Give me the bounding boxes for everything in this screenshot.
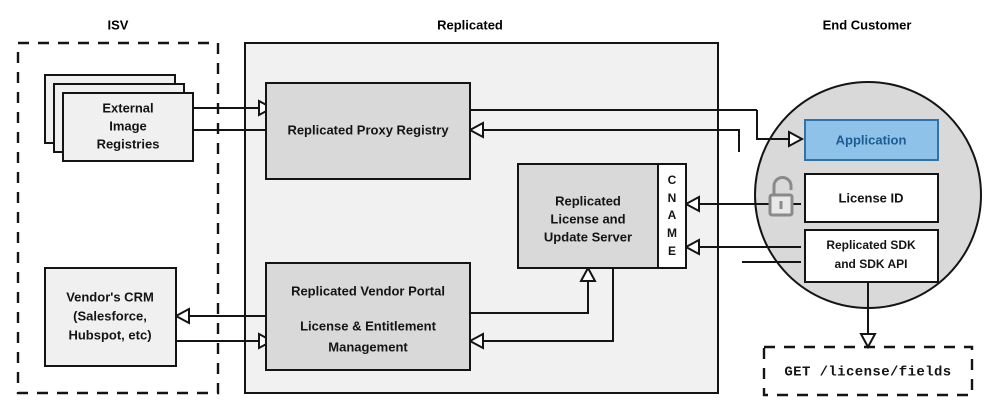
arrowhead-licenseid-to-cname (683, 195, 700, 213)
vendors-crm-line-1: Vendor's CRM (66, 289, 154, 304)
cname-letter-1: C (668, 173, 677, 187)
connector-portal-to-license-server (470, 281, 589, 314)
unlock-icon (768, 176, 794, 217)
license-id-box[interactable] (804, 173, 939, 223)
vendors-crm-line-3: Hubspot, etc) (68, 327, 151, 342)
arrowhead-proxy-to-application (788, 130, 805, 148)
replicated-sdk-line-2: and SDK API (835, 257, 908, 271)
arrowhead-license-server-to-portal (467, 332, 484, 350)
application-box[interactable] (804, 119, 939, 161)
application-label: Application (836, 132, 907, 147)
replicated-vendor-portal[interactable] (265, 262, 471, 371)
license-server-line-3: Update Server (544, 229, 632, 244)
vendor-portal-title: Replicated Vendor Portal (291, 283, 445, 298)
license-fields-endpoint-box (762, 345, 974, 397)
replicated-zone-title: Replicated (437, 17, 503, 32)
replicated-proxy-registry[interactable] (265, 82, 471, 180)
cname-strip[interactable] (657, 163, 687, 269)
cname-letter-5: E (668, 244, 676, 258)
replicated-proxy-registry-label: Replicated Proxy Registry (287, 122, 449, 137)
replicated-license-and-update-server[interactable] (517, 163, 659, 269)
connector-customer-to-proxy (483, 129, 740, 152)
cname-letter-4: M (667, 226, 677, 240)
vendor-portal-subtitle-line-2: Management (328, 339, 408, 354)
arrowhead-portal-to-crm (173, 307, 190, 325)
license-server-line-1: Replicated (555, 193, 621, 208)
connector-license-server-to-portal (483, 268, 614, 342)
external-image-registries[interactable] (62, 92, 194, 162)
vendors-crm-line-2: (Salesforce, (73, 308, 147, 323)
external-image-registries-line-1: External (102, 100, 153, 115)
isv-zone (16, 41, 220, 395)
replicated-sdk-box[interactable] (804, 229, 939, 283)
connector-proxy-to-application (756, 110, 789, 140)
external-image-registries-line-2: Image (109, 118, 147, 133)
arrowhead-sdk-to-endpoint (859, 333, 877, 350)
arrowhead-sdk-to-cname (683, 238, 700, 256)
replicated-sdk-line-1: Replicated SDK (826, 238, 916, 252)
license-id-label: License ID (838, 190, 903, 205)
vendor-portal-subtitle-line-1: License & Entitlement (300, 318, 436, 333)
vendors-crm[interactable] (44, 267, 177, 367)
arrowhead-customer-to-proxy (467, 121, 484, 139)
cname-letter-2: N (668, 191, 677, 205)
cname-letter-3: A (668, 208, 677, 222)
license-server-line-2: License and (550, 211, 625, 226)
license-fields-endpoint-label: GET /license/fields (784, 365, 951, 381)
arrowhead-portal-to-license-server (579, 265, 597, 282)
external-image-registries-line-3: Registries (97, 136, 160, 151)
end-customer-zone-title: End Customer (823, 17, 912, 32)
isv-zone-title: ISV (108, 17, 129, 32)
